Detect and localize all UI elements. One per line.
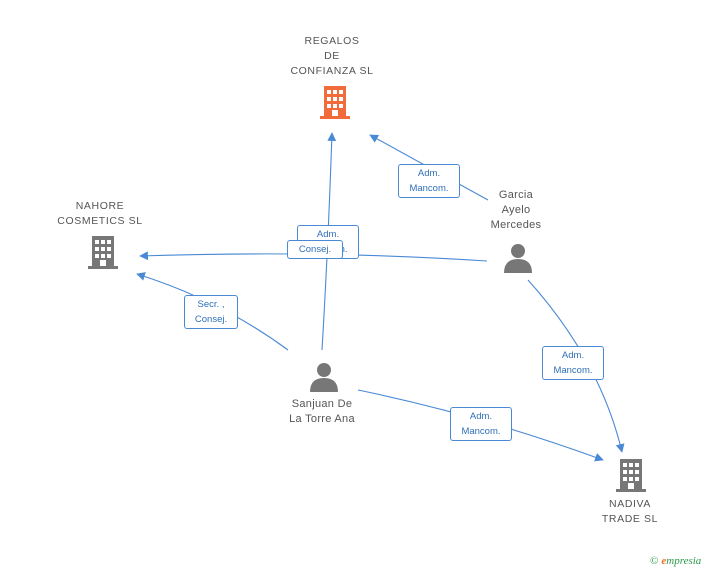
company-label-nadiva[interactable]: NADIVA TRADE SL (601, 498, 659, 525)
company-label-nahore[interactable]: NAHORE COSMETICS SL (57, 200, 143, 227)
company-label-regalos[interactable]: REGALOS DE CONFIANZA SL (290, 35, 374, 77)
person-label-sanjuan[interactable]: Sanjuan De La Torre Ana (289, 398, 355, 425)
edge-label-sanjuan-nahore: Secr. , Consej. (184, 295, 238, 329)
brand-name: mpresia (666, 555, 702, 567)
copyright-symbol: © (650, 555, 659, 567)
person-icon-garcia[interactable] (504, 244, 532, 273)
person-label-garcia[interactable]: Garcia Ayelo Mercedes (490, 189, 542, 231)
edge-label-garcia-nadiva: Adm. Mancom. (542, 346, 604, 380)
empresia-logo[interactable]: ©empresia (650, 555, 701, 567)
edge-label-garcia-regalos: Adm. Mancom. (398, 164, 460, 198)
brand-initial: e (661, 555, 667, 567)
person-icon-sanjuan[interactable] (310, 363, 338, 392)
building-icon-nadiva[interactable] (616, 459, 646, 492)
edge-label-sanjuan-nadiva: Adm. Mancom. (450, 407, 512, 441)
edge-label-garcia-nahore: Consej. (287, 240, 343, 259)
building-icon-nahore[interactable] (88, 236, 118, 269)
building-icon-regalos[interactable] (320, 86, 350, 119)
